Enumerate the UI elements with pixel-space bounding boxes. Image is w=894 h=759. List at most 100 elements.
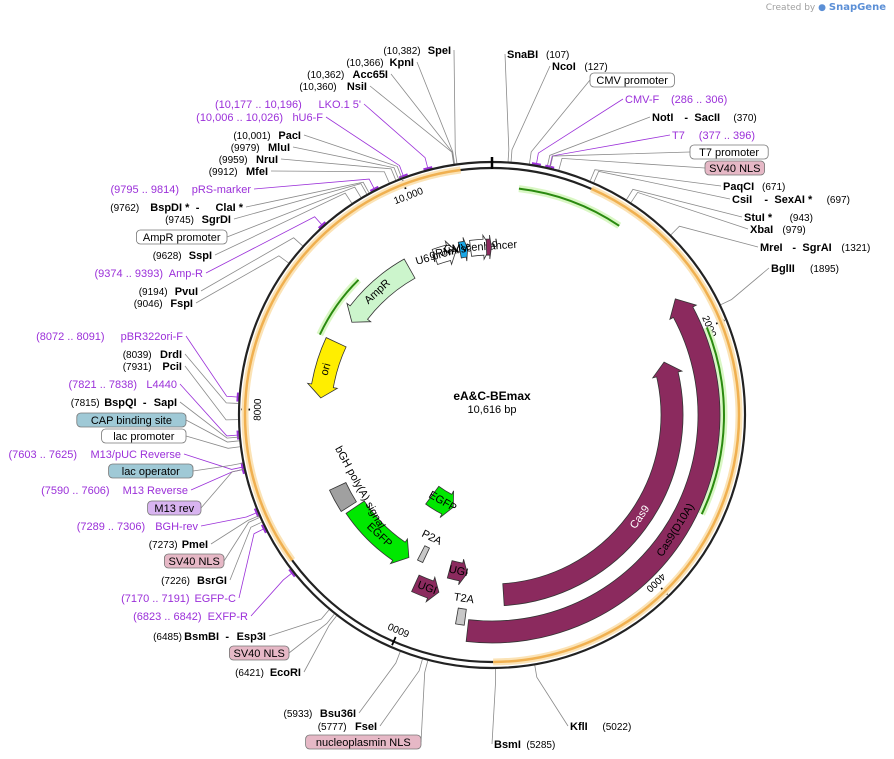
enzyme-separator: - (792, 242, 796, 254)
primer-site-marker (288, 568, 296, 578)
feature-box-text: SV40 NLS (234, 648, 285, 660)
primer-pos: (8072 .. 8091) (36, 331, 105, 343)
connector-line (720, 267, 770, 306)
enzyme-pos: (7273) (149, 540, 178, 551)
feature-label: ori (319, 362, 334, 377)
enzyme-label-kfli: KflI(5022) (570, 721, 631, 733)
primer-pos: (9795 .. 9814) (111, 184, 180, 196)
connector-line (185, 435, 241, 449)
feature-box (305, 734, 422, 750)
feature-ugi (411, 574, 440, 603)
orf-arc (318, 279, 360, 336)
connector-line (593, 170, 731, 200)
connector-line (250, 572, 293, 617)
connector-line (270, 170, 390, 183)
connector-line (195, 255, 289, 304)
plasmid-name: eA&C-BEmax (453, 389, 531, 403)
primer-site-marker (531, 162, 542, 166)
connector-line (185, 335, 239, 398)
feature-u6-promoter (431, 239, 457, 266)
enzyme-name: BsmI (494, 739, 521, 751)
primer-name: LKO.1 5' (319, 99, 361, 111)
enzyme-label-fsei: FseI(5777) (318, 721, 377, 733)
connector-line (205, 216, 323, 274)
feature-box (135, 229, 228, 245)
feature-label-cmv-promoter: CMV promoter (589, 72, 675, 88)
primer-site-marker (423, 166, 433, 171)
feature-box-text: lac promoter (113, 431, 174, 443)
enzyme-name: NcoI (552, 61, 576, 73)
connector-line (229, 521, 262, 581)
primer-site-marker (317, 221, 327, 229)
enzyme-label-noti: NotI-SacII(370) (652, 112, 757, 124)
enzyme-pos: (943) (790, 213, 813, 224)
credit-brand: SnapGene (828, 2, 886, 13)
connector-line (253, 178, 376, 190)
enzyme-separator: - (225, 631, 229, 643)
primer-site-marker (236, 392, 239, 402)
feature-cas9-d10a- (465, 298, 721, 644)
primer-name: T7 (672, 130, 685, 142)
enzyme-name: SgrDI (202, 214, 231, 226)
primer-label-prs-marker: pRS-marker(9795 .. 9814) (111, 184, 252, 196)
feature-label-cap-binding-site: CAP binding site (76, 412, 187, 428)
primer-name: pBR322ori-F (121, 331, 184, 343)
feature-box (108, 463, 194, 479)
annotation-arcs (241, 166, 743, 666)
enzyme-label-mrei: MreI-SgrAI(1321) (760, 242, 870, 254)
enzyme-name: KpnI (390, 57, 414, 69)
enzyme-label-stui-: StuI *(943) (744, 212, 813, 224)
enzyme-pos: (9046) (134, 299, 163, 310)
enzyme-label-paci: PacI(10,001) (233, 130, 301, 142)
enzyme-pos: (9762) (110, 203, 139, 214)
enzyme-pos: (10,362) (307, 70, 344, 81)
connector-line (416, 61, 455, 164)
enzyme-name: Esp3I (237, 631, 266, 643)
enzyme-label-csii: CsiI-SexAI *(697) (732, 194, 850, 206)
connector-line (200, 237, 303, 292)
feature-grna-scaffold (457, 237, 469, 262)
connector-line (184, 353, 239, 404)
feature-ugi (446, 559, 468, 585)
enzyme-name-secondary: BspQI (104, 397, 136, 409)
primer-pos: (286 .. 306) (671, 94, 727, 106)
primer-label-bgh-rev: BGH-rev(7289 .. 7306) (77, 521, 199, 533)
enzyme-label-acc65i: Acc65I(10,362) (307, 69, 388, 81)
site-labels: SnaBI(107)NcoI(127)CMV promoterCMV-F(286… (9, 45, 871, 751)
feature-box (228, 645, 290, 661)
enzyme-separator: - (764, 194, 768, 206)
enzyme-separator: - (196, 202, 200, 214)
primer-site-marker (545, 164, 555, 169)
enzyme-pos: (10,366) (346, 58, 383, 69)
feature-label-sv40-nls: SV40 NLS (704, 160, 765, 176)
connector-line (626, 188, 743, 218)
enzyme-label-pcii: PciI(7931) (123, 361, 182, 373)
feature-box (163, 553, 225, 569)
feature-label: P2A (420, 528, 445, 548)
enzyme-name-secondary: SexAI * (774, 194, 813, 206)
enzyme-name-secondary: BsmBI (184, 631, 219, 643)
outer-arc (243, 168, 461, 561)
primer-label-lko-1-5-: LKO.1 5'(10,177 .. 10,196) (215, 99, 361, 111)
tick-label: 8000 (252, 398, 264, 421)
feature-label: CMV enhancer (443, 239, 517, 256)
feature-box (704, 160, 765, 176)
connector-line (630, 191, 749, 230)
enzyme-pos: (10,001) (233, 131, 270, 142)
enzyme-name: EcoRI (270, 667, 301, 679)
enzyme-separator: - (684, 112, 688, 124)
enzyme-pos: (8039) (123, 350, 152, 361)
enzyme-pos: (6485) (153, 632, 182, 643)
enzyme-name: MluI (268, 142, 290, 154)
enzyme-pos: (9194) (139, 287, 168, 298)
enzyme-label-bsu36i: Bsu36I(5933) (283, 708, 356, 720)
feature-box-text: lac operator (122, 466, 180, 478)
connector-line (369, 85, 455, 164)
enzyme-label-ncoi: NcoI(127) (552, 61, 608, 73)
feature-t2a (455, 607, 467, 626)
primer-pos: (7603 .. 7625) (9, 449, 78, 461)
feature-label: T2A (453, 591, 475, 606)
enzyme-name: Bsu36I (320, 708, 356, 720)
primer-name: hU6-F (292, 112, 323, 124)
feature-label-ampr-promoter: AmpR promoter (135, 229, 228, 245)
